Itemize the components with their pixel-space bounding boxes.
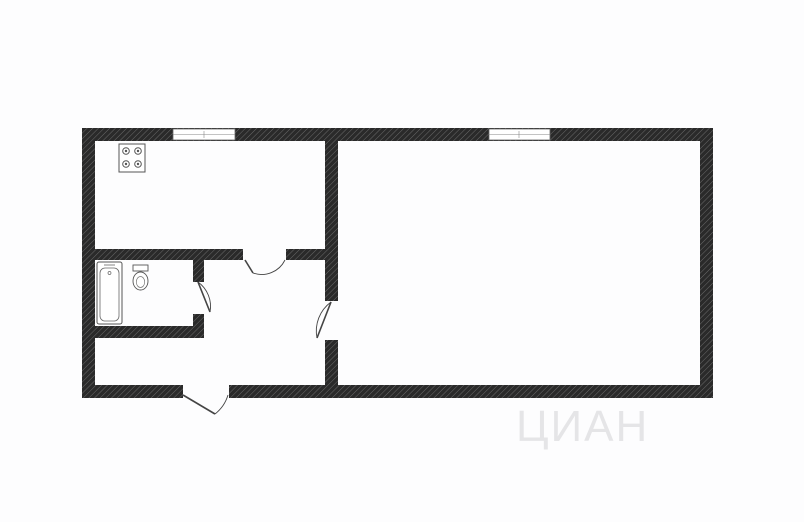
wall-top [82, 128, 713, 141]
wall-kitchen-living [325, 141, 338, 301]
window-living-room [488, 128, 551, 141]
door-kitchen [244, 259, 286, 275]
wall-bottom-left [82, 385, 183, 398]
wall-bath-right-top [193, 260, 204, 282]
bathtub-icon [96, 261, 123, 325]
doors [182, 259, 332, 415]
door-entrance [182, 394, 229, 415]
interior-walls [95, 141, 338, 385]
wall-kitchen-bottom-right [286, 249, 325, 260]
door-bathroom [197, 281, 211, 313]
window-kitchen [172, 128, 236, 141]
wall-bath-bottom [95, 326, 204, 338]
toilet-icon [132, 264, 149, 291]
wall-right [700, 128, 713, 398]
windows [172, 128, 551, 141]
wall-left [82, 128, 95, 398]
wall-living-hall-lower [325, 340, 338, 385]
wall-kitchen-bottom-left [95, 249, 243, 260]
outer-walls [82, 128, 713, 398]
wall-bottom-right [229, 385, 713, 398]
door-living-room [315, 301, 332, 339]
stove-icon [118, 143, 146, 173]
